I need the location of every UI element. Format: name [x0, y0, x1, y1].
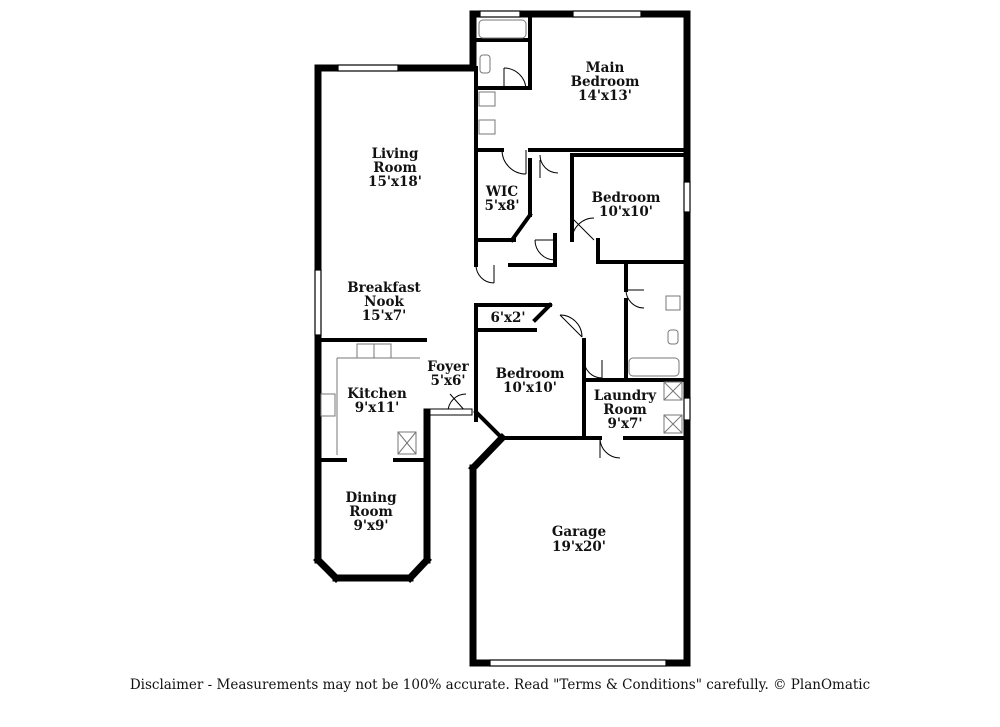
room-label-breakfast-nook: Breakfast Nook 15'x7' [347, 280, 421, 324]
room-label-foyer: Foyer 5'x6' [427, 359, 469, 389]
room-name: Foyer [427, 359, 469, 375]
room-name: Room [349, 504, 393, 520]
room-name: Kitchen [347, 386, 407, 402]
room-label-garage: Garage 19'x20' [552, 524, 606, 555]
room-label-bedroom-2: Bedroom 10'x10' [592, 190, 661, 220]
windows [314, 10, 691, 667]
room-size: 9'x7' [607, 416, 642, 432]
room-name: WIC [485, 184, 518, 200]
room-size: 19'x20' [552, 539, 606, 555]
room-name: Main [586, 60, 625, 76]
room-name: Bedroom [496, 366, 565, 382]
room-name: Bedroom [592, 190, 661, 206]
room-size: 15'x7' [362, 308, 407, 324]
room-size: 9'x9' [353, 518, 388, 534]
room-name: Room [373, 160, 417, 176]
room-label-wic: WIC 5'x8' [484, 184, 519, 214]
room-name: Nook [364, 294, 404, 310]
fixtures [320, 19, 683, 455]
room-label-dining-room: Dining Room 9'x9' [345, 490, 397, 534]
disclaimer-text: Disclaimer - Measurements may not be 100… [129, 677, 871, 693]
room-name: Room [603, 402, 647, 418]
interior-walls [316, 12, 686, 462]
room-label-living-room: Living Room 15'x18' [368, 146, 422, 190]
room-label-main-bedroom: Main Bedroom 14'x13' [571, 60, 640, 104]
room-name: Living [372, 146, 419, 162]
room-size: 10'x10' [599, 204, 653, 220]
room-size: 10'x10' [503, 380, 557, 396]
room-size: 9'x11' [355, 400, 400, 416]
room-size: 5'x8' [484, 198, 519, 214]
room-size: 5'x6' [430, 373, 465, 389]
room-size: 6'x2' [490, 310, 525, 326]
room-name: Breakfast [347, 280, 421, 296]
room-name: Laundry [594, 388, 657, 404]
doors [429, 67, 645, 459]
room-name: Bedroom [571, 74, 640, 90]
room-label-laundry-room: Laundry Room 9'x7' [594, 388, 657, 432]
room-name: Dining [345, 490, 397, 506]
room-name: Garage [552, 524, 606, 540]
room-label-bedroom-3: Bedroom 10'x10' [496, 366, 565, 396]
room-label-kitchen: Kitchen 9'x11' [347, 386, 407, 416]
room-size: 15'x18' [368, 174, 422, 190]
room-label-closet: 6'x2' [490, 310, 525, 326]
room-size: 14'x13' [578, 88, 632, 104]
